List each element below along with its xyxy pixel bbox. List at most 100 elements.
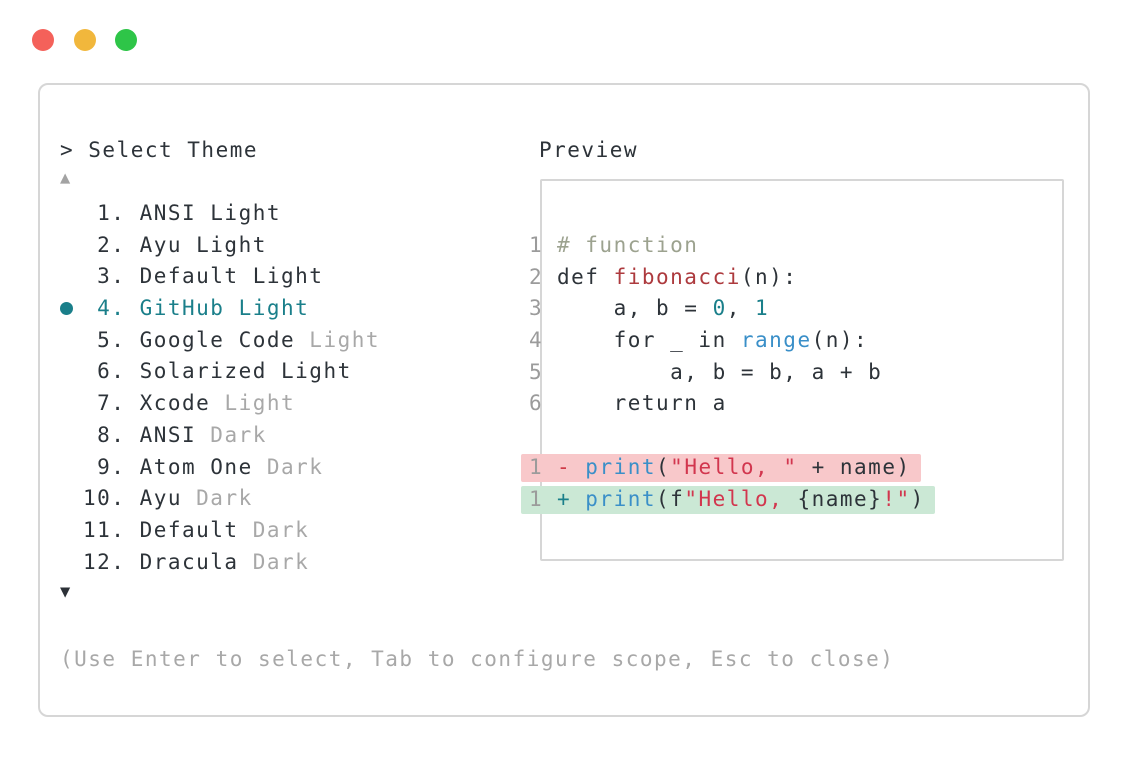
theme-option-number: 10. xyxy=(83,486,140,511)
line-number: 5 xyxy=(529,359,544,384)
code-token: range xyxy=(740,328,812,353)
theme-option-label: ANSI xyxy=(139,422,197,447)
line-number: 6 xyxy=(529,391,544,416)
theme-option-label: Dracula xyxy=(139,549,239,574)
code-line: 6 return a xyxy=(529,388,882,420)
diff-line-added: 1 + print(f"Hello, {name}!") xyxy=(521,484,935,516)
theme-option-number: 9. xyxy=(83,454,140,479)
scroll-up-icon[interactable]: ▲ xyxy=(60,168,71,188)
diff-highlight-removed: 1- print("Hello, " + name) xyxy=(521,453,921,482)
theme-option-label: Atom One xyxy=(139,454,253,479)
theme-option-variant: Dark xyxy=(252,454,324,479)
theme-option-number: 12. xyxy=(83,549,140,574)
theme-option-label: Google Code xyxy=(139,327,296,352)
code-token: # function xyxy=(557,233,699,257)
selected-bullet-icon xyxy=(60,302,83,316)
theme-option-label: Solarized Light xyxy=(139,359,352,384)
theme-option-variant: Light xyxy=(295,327,381,352)
code-token: + xyxy=(557,486,586,511)
theme-option[interactable]: 11. Default Dark xyxy=(60,515,380,547)
theme-option-number: 11. xyxy=(83,517,140,542)
theme-option-number: 1. xyxy=(83,201,140,225)
code-token: "Hello, " xyxy=(670,455,798,479)
theme-option-number: 8. xyxy=(83,422,140,447)
terminal-window: > Select Theme Preview ▲ 1. ANSI Light 2… xyxy=(38,83,1090,717)
theme-option[interactable]: 10. Ayu Dark xyxy=(60,483,380,515)
theme-option[interactable]: 9. Atom One Dark xyxy=(60,452,380,484)
scroll-down-icon[interactable]: ▼ xyxy=(60,582,71,602)
preview-title: Preview xyxy=(539,138,639,162)
code-token: 1 xyxy=(755,296,770,321)
code-token: a, b = xyxy=(557,296,713,321)
theme-list: 1. ANSI Light 2. Ayu Light 3. Default Li… xyxy=(60,198,380,578)
code-token: 0 xyxy=(712,296,727,321)
theme-option[interactable]: 5. Google Code Light xyxy=(60,325,380,357)
code-token: , xyxy=(726,296,756,321)
theme-option-number: 7. xyxy=(83,391,140,416)
minimize-button[interactable] xyxy=(74,29,96,51)
code-token: + name) xyxy=(797,455,911,479)
code-token: def xyxy=(557,264,614,289)
close-button[interactable] xyxy=(32,29,54,51)
line-number: 1 xyxy=(529,486,544,511)
code-token: print xyxy=(585,486,657,511)
code-token: ( xyxy=(656,455,671,479)
select-theme-prompt: > Select Theme xyxy=(60,138,259,162)
theme-option-number: 6. xyxy=(83,359,140,384)
code-line: 1 # function xyxy=(529,230,882,262)
theme-option-label: Xcode xyxy=(139,391,211,416)
theme-option-variant: Dark xyxy=(238,549,310,574)
theme-option-variant: Dark xyxy=(196,422,267,447)
theme-option[interactable]: 1. ANSI Light xyxy=(60,198,380,230)
code-token: (f xyxy=(656,486,685,511)
code-line: 3 a, b = 0, 1 xyxy=(529,293,882,325)
code-line: 5 a, b = b, a + b xyxy=(529,357,882,389)
code-token: print xyxy=(585,455,657,479)
line-number: 1 xyxy=(529,233,544,257)
code-line: 2 def fibonacci(n): xyxy=(529,262,882,294)
theme-option-label: GitHub Light xyxy=(139,296,310,321)
theme-option[interactable]: 4. GitHub Light xyxy=(60,293,380,325)
code-token: return a xyxy=(557,391,727,416)
code-line: 4 for _ in range(n): xyxy=(529,325,882,357)
theme-option[interactable]: 3. Default Light xyxy=(60,261,380,293)
theme-option-variant: Dark xyxy=(182,486,253,511)
code-token: (n): xyxy=(811,328,869,353)
line-number: 2 xyxy=(529,264,544,289)
code-token: {name} xyxy=(797,486,883,511)
theme-option-variant: Light xyxy=(210,391,296,416)
theme-option-variant: Dark xyxy=(238,517,310,542)
code-token: - xyxy=(557,455,586,479)
code-token: (n): xyxy=(740,264,798,289)
diff-line-removed: 1- print("Hello, " + name) xyxy=(521,452,935,484)
line-number: 3 xyxy=(529,296,544,321)
theme-option[interactable]: 7. Xcode Light xyxy=(60,388,380,420)
code-token: for _ in xyxy=(557,328,741,353)
line-number: 1 xyxy=(529,455,544,479)
theme-option[interactable]: 12. Dracula Dark xyxy=(60,547,380,579)
theme-option-number: 2. xyxy=(83,232,140,257)
help-line: (Use Enter to select, Tab to configure s… xyxy=(60,647,895,671)
code-token: ) xyxy=(910,486,925,511)
bullet-dot xyxy=(60,302,73,316)
zoom-button[interactable] xyxy=(115,29,137,51)
theme-option-label: ANSI Light xyxy=(139,201,282,225)
code-token: !" xyxy=(882,486,911,511)
theme-option-number: 5. xyxy=(83,327,140,352)
theme-option-label: Ayu Light xyxy=(139,232,267,257)
preview-diff: 1- print("Hello, " + name)1+ print(f"Hel… xyxy=(521,452,935,516)
code-token: "Hello, xyxy=(684,486,798,511)
theme-option[interactable]: 8. ANSI Dark xyxy=(60,420,380,452)
theme-option[interactable]: 2. Ayu Light xyxy=(60,230,380,262)
theme-option-label: Default Light xyxy=(139,264,324,289)
theme-option-number: 3. xyxy=(83,264,140,289)
theme-option[interactable]: 6. Solarized Light xyxy=(60,356,380,388)
code-token: fibonacci xyxy=(613,264,741,289)
line-number: 4 xyxy=(529,328,544,353)
code-token: a, b = b, a + b xyxy=(557,359,883,384)
theme-option-number: 4. xyxy=(83,296,140,321)
theme-option-label: Ayu xyxy=(139,486,183,511)
diff-highlight-added: 1 + print(f"Hello, {name}!") xyxy=(521,485,935,514)
theme-option-label: Default xyxy=(139,517,239,542)
